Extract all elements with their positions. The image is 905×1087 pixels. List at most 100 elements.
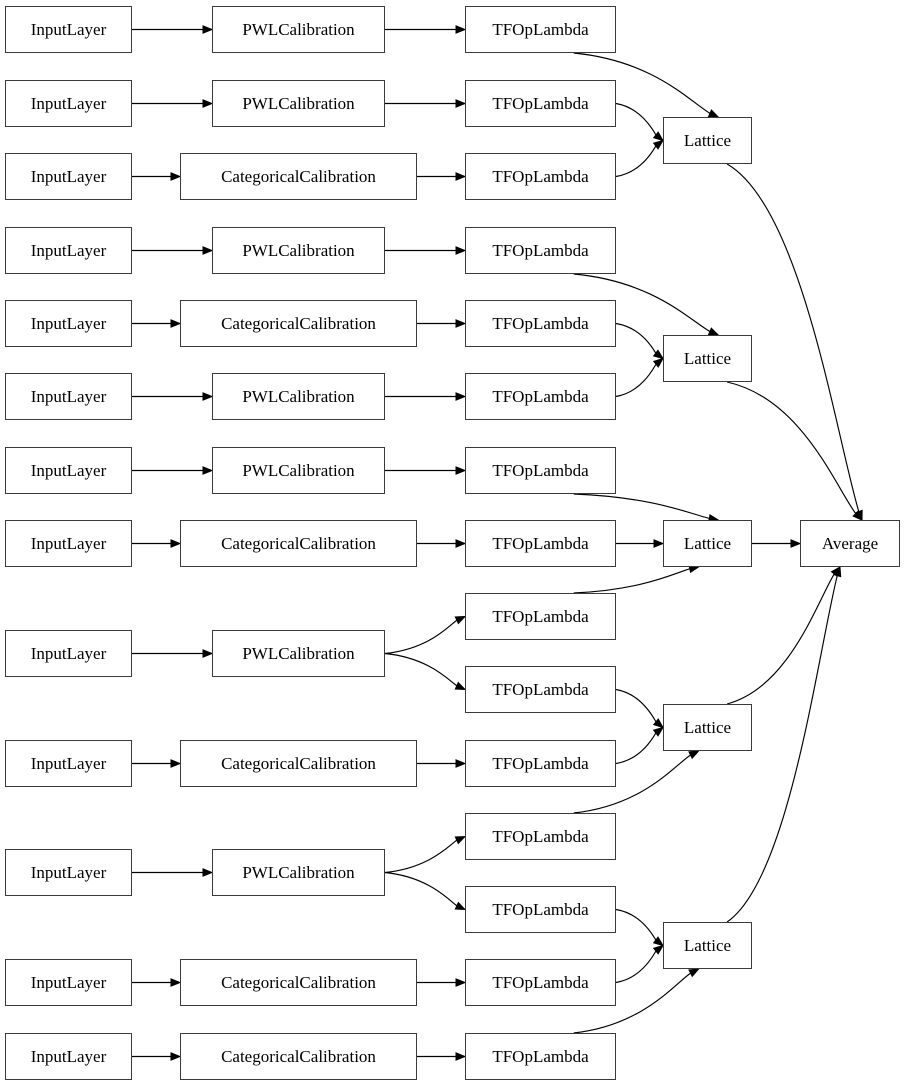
node-lambda-op8[interactable]: TFOpLambda: [465, 520, 616, 567]
node-cat-cal10[interactable]: CategoricalCalibration: [180, 740, 417, 787]
edge-op14-to-lat5: [615, 950, 657, 984]
node-pwl-cal7[interactable]: PWLCalibration: [212, 447, 385, 494]
node-lambda-op6[interactable]: TFOpLambda: [465, 373, 616, 420]
arrowhead-cal1-to-op1: [455, 25, 467, 34]
node-lambda-op2[interactable]: TFOpLambda: [465, 80, 616, 127]
node-label: PWLCalibration: [242, 461, 355, 480]
arrowhead-in11-to-cal11: [202, 868, 214, 877]
arrowhead-in5-to-cal5: [170, 319, 182, 328]
node-average-avg[interactable]: Average: [800, 520, 900, 567]
node-lambda-op5[interactable]: TFOpLambda: [465, 300, 616, 347]
arrowhead-lat3-to-avg: [790, 539, 802, 548]
arrowhead-op14-to-lat5: [652, 944, 665, 955]
node-label: TFOpLambda: [492, 1047, 589, 1066]
arrowhead-cal5-to-op5: [455, 319, 467, 328]
node-label: TFOpLambda: [492, 461, 589, 480]
arrowhead-op10-to-lat4: [652, 718, 665, 729]
arrowhead-in6-to-cal6: [202, 392, 214, 401]
node-lambda-op15[interactable]: TFOpLambda: [465, 1033, 616, 1080]
arrowhead-in9-to-cal9: [202, 649, 214, 658]
arrowhead-op13-to-lat5: [652, 936, 665, 947]
node-label: CategoricalCalibration: [221, 973, 376, 992]
arrowhead-cal11-to-op12: [454, 835, 467, 845]
node-cat-cal5[interactable]: CategoricalCalibration: [180, 300, 417, 347]
node-pwl-cal4[interactable]: PWLCalibration: [212, 227, 385, 274]
edge-cal11-to-op13: [384, 871, 458, 907]
node-label: TFOpLambda: [492, 900, 589, 919]
node-lambda-op10[interactable]: TFOpLambda: [465, 666, 616, 713]
node-pwl-cal2[interactable]: PWLCalibration: [212, 80, 385, 127]
node-lambda-op11[interactable]: TFOpLambda: [465, 740, 616, 787]
node-lambda-op12[interactable]: TFOpLambda: [465, 813, 616, 860]
node-input-in3[interactable]: InputLayer: [5, 153, 132, 200]
arrowhead-in12-to-cal12: [170, 978, 182, 987]
node-lambda-op4[interactable]: TFOpLambda: [465, 227, 616, 274]
node-label: TFOpLambda: [492, 973, 589, 992]
node-label: TFOpLambda: [492, 314, 589, 333]
arrowhead-in10-to-cal10: [170, 759, 182, 768]
arrowhead-cal9-to-op10: [454, 681, 467, 691]
node-lattice-lat3[interactable]: Lattice: [663, 520, 752, 567]
node-label: TFOpLambda: [492, 754, 589, 773]
node-lambda-op9[interactable]: TFOpLambda: [465, 593, 616, 640]
node-label: Lattice: [683, 718, 732, 737]
arrowhead-cal7-to-op7: [455, 466, 467, 475]
arrowhead-cal4-to-op4: [455, 246, 467, 255]
node-label: PWLCalibration: [242, 20, 355, 39]
node-label: InputLayer: [30, 644, 107, 663]
node-label: Lattice: [683, 936, 732, 955]
arrowhead-lat1-to-avg: [854, 509, 863, 522]
node-label: TFOpLambda: [492, 20, 589, 39]
node-input-in11[interactable]: InputLayer: [5, 849, 132, 896]
node-cat-cal8[interactable]: CategoricalCalibration: [180, 520, 417, 567]
arrowhead-op15-to-lat5: [688, 968, 700, 978]
node-lambda-op13[interactable]: TFOpLambda: [465, 886, 616, 933]
node-lattice-lat2[interactable]: Lattice: [663, 335, 752, 382]
node-label: PWLCalibration: [242, 241, 355, 260]
node-lambda-op14[interactable]: TFOpLambda: [465, 959, 616, 1006]
arrowhead-cal10-to-op11: [455, 759, 467, 768]
node-lattice-lat4[interactable]: Lattice: [663, 704, 752, 751]
node-label: CategoricalCalibration: [221, 754, 376, 773]
node-input-in9[interactable]: InputLayer: [5, 630, 132, 677]
node-pwl-cal6[interactable]: PWLCalibration: [212, 373, 385, 420]
node-cat-cal12[interactable]: CategoricalCalibration: [180, 959, 417, 1006]
node-input-in2[interactable]: InputLayer: [5, 80, 132, 127]
node-input-in10[interactable]: InputLayer: [5, 740, 132, 787]
node-cat-cal3[interactable]: CategoricalCalibration: [180, 153, 417, 200]
node-input-in12[interactable]: InputLayer: [5, 959, 132, 1006]
node-lattice-lat1[interactable]: Lattice: [663, 117, 752, 164]
node-lambda-op7[interactable]: TFOpLambda: [465, 447, 616, 494]
node-label: TFOpLambda: [492, 534, 589, 553]
arrowhead-op12-to-lat4: [688, 750, 700, 760]
node-label: Average: [821, 534, 879, 553]
node-label: TFOpLambda: [492, 241, 589, 260]
arrowhead-op8-to-lat3: [653, 539, 665, 548]
node-input-in1[interactable]: InputLayer: [5, 6, 132, 53]
node-input-in5[interactable]: InputLayer: [5, 300, 132, 347]
node-input-in13[interactable]: InputLayer: [5, 1033, 132, 1080]
node-label: TFOpLambda: [492, 387, 589, 406]
node-label: CategoricalCalibration: [221, 167, 376, 186]
edge-lat4-to-avg: [726, 573, 835, 705]
arrowhead-cal12-to-op14: [455, 978, 467, 987]
edge-op9-to-lat3: [573, 568, 690, 594]
node-label: TFOpLambda: [492, 680, 589, 699]
node-input-in8[interactable]: InputLayer: [5, 520, 132, 567]
node-lattice-lat5[interactable]: Lattice: [663, 922, 752, 969]
arrowhead-op6-to-lat2: [652, 357, 665, 368]
node-lambda-op3[interactable]: TFOpLambda: [465, 153, 616, 200]
node-lambda-op1[interactable]: TFOpLambda: [465, 6, 616, 53]
node-cat-cal13[interactable]: CategoricalCalibration: [180, 1033, 417, 1080]
edge-op13-to-lat5: [615, 908, 657, 941]
node-pwl-cal9[interactable]: PWLCalibration: [212, 630, 385, 677]
arrowhead-op11-to-lat4: [652, 726, 665, 737]
node-label: InputLayer: [30, 241, 107, 260]
node-pwl-cal11[interactable]: PWLCalibration: [212, 849, 385, 896]
node-input-in6[interactable]: InputLayer: [5, 373, 132, 420]
node-label: InputLayer: [30, 1047, 107, 1066]
node-input-in4[interactable]: InputLayer: [5, 227, 132, 274]
node-input-in7[interactable]: InputLayer: [5, 447, 132, 494]
node-pwl-cal1[interactable]: PWLCalibration: [212, 6, 385, 53]
